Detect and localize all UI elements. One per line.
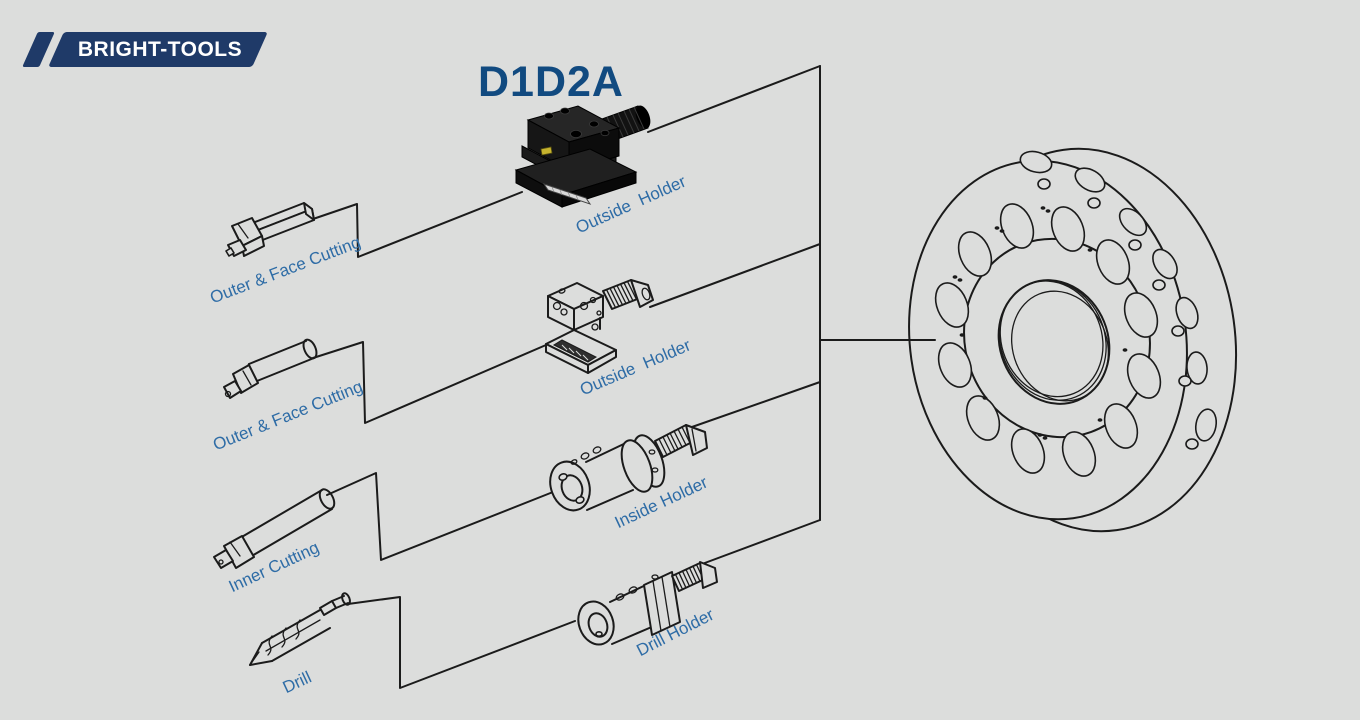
turret-disc <box>908 147 1238 533</box>
tool-inner-cutting <box>213 488 336 569</box>
tool-outer-face-cutting-1 <box>225 202 315 257</box>
turret-screw-marks <box>952 206 1128 440</box>
tool-drill <box>249 592 351 666</box>
tool-outer-face-cutting-2 <box>223 338 318 399</box>
holder-outside-line <box>545 279 654 374</box>
brand-logo-text: BRIGHT-TOOLS <box>77 38 243 61</box>
turret-rim-slots <box>1019 150 1218 450</box>
holder-inside <box>549 424 708 512</box>
turret-face-holes <box>934 203 1162 477</box>
turret-center-bore <box>997 279 1111 405</box>
page-title: D1D2A <box>478 58 624 106</box>
connector-lines <box>312 65 936 689</box>
holder-outside-black <box>514 105 651 208</box>
holder-drill <box>577 561 718 646</box>
